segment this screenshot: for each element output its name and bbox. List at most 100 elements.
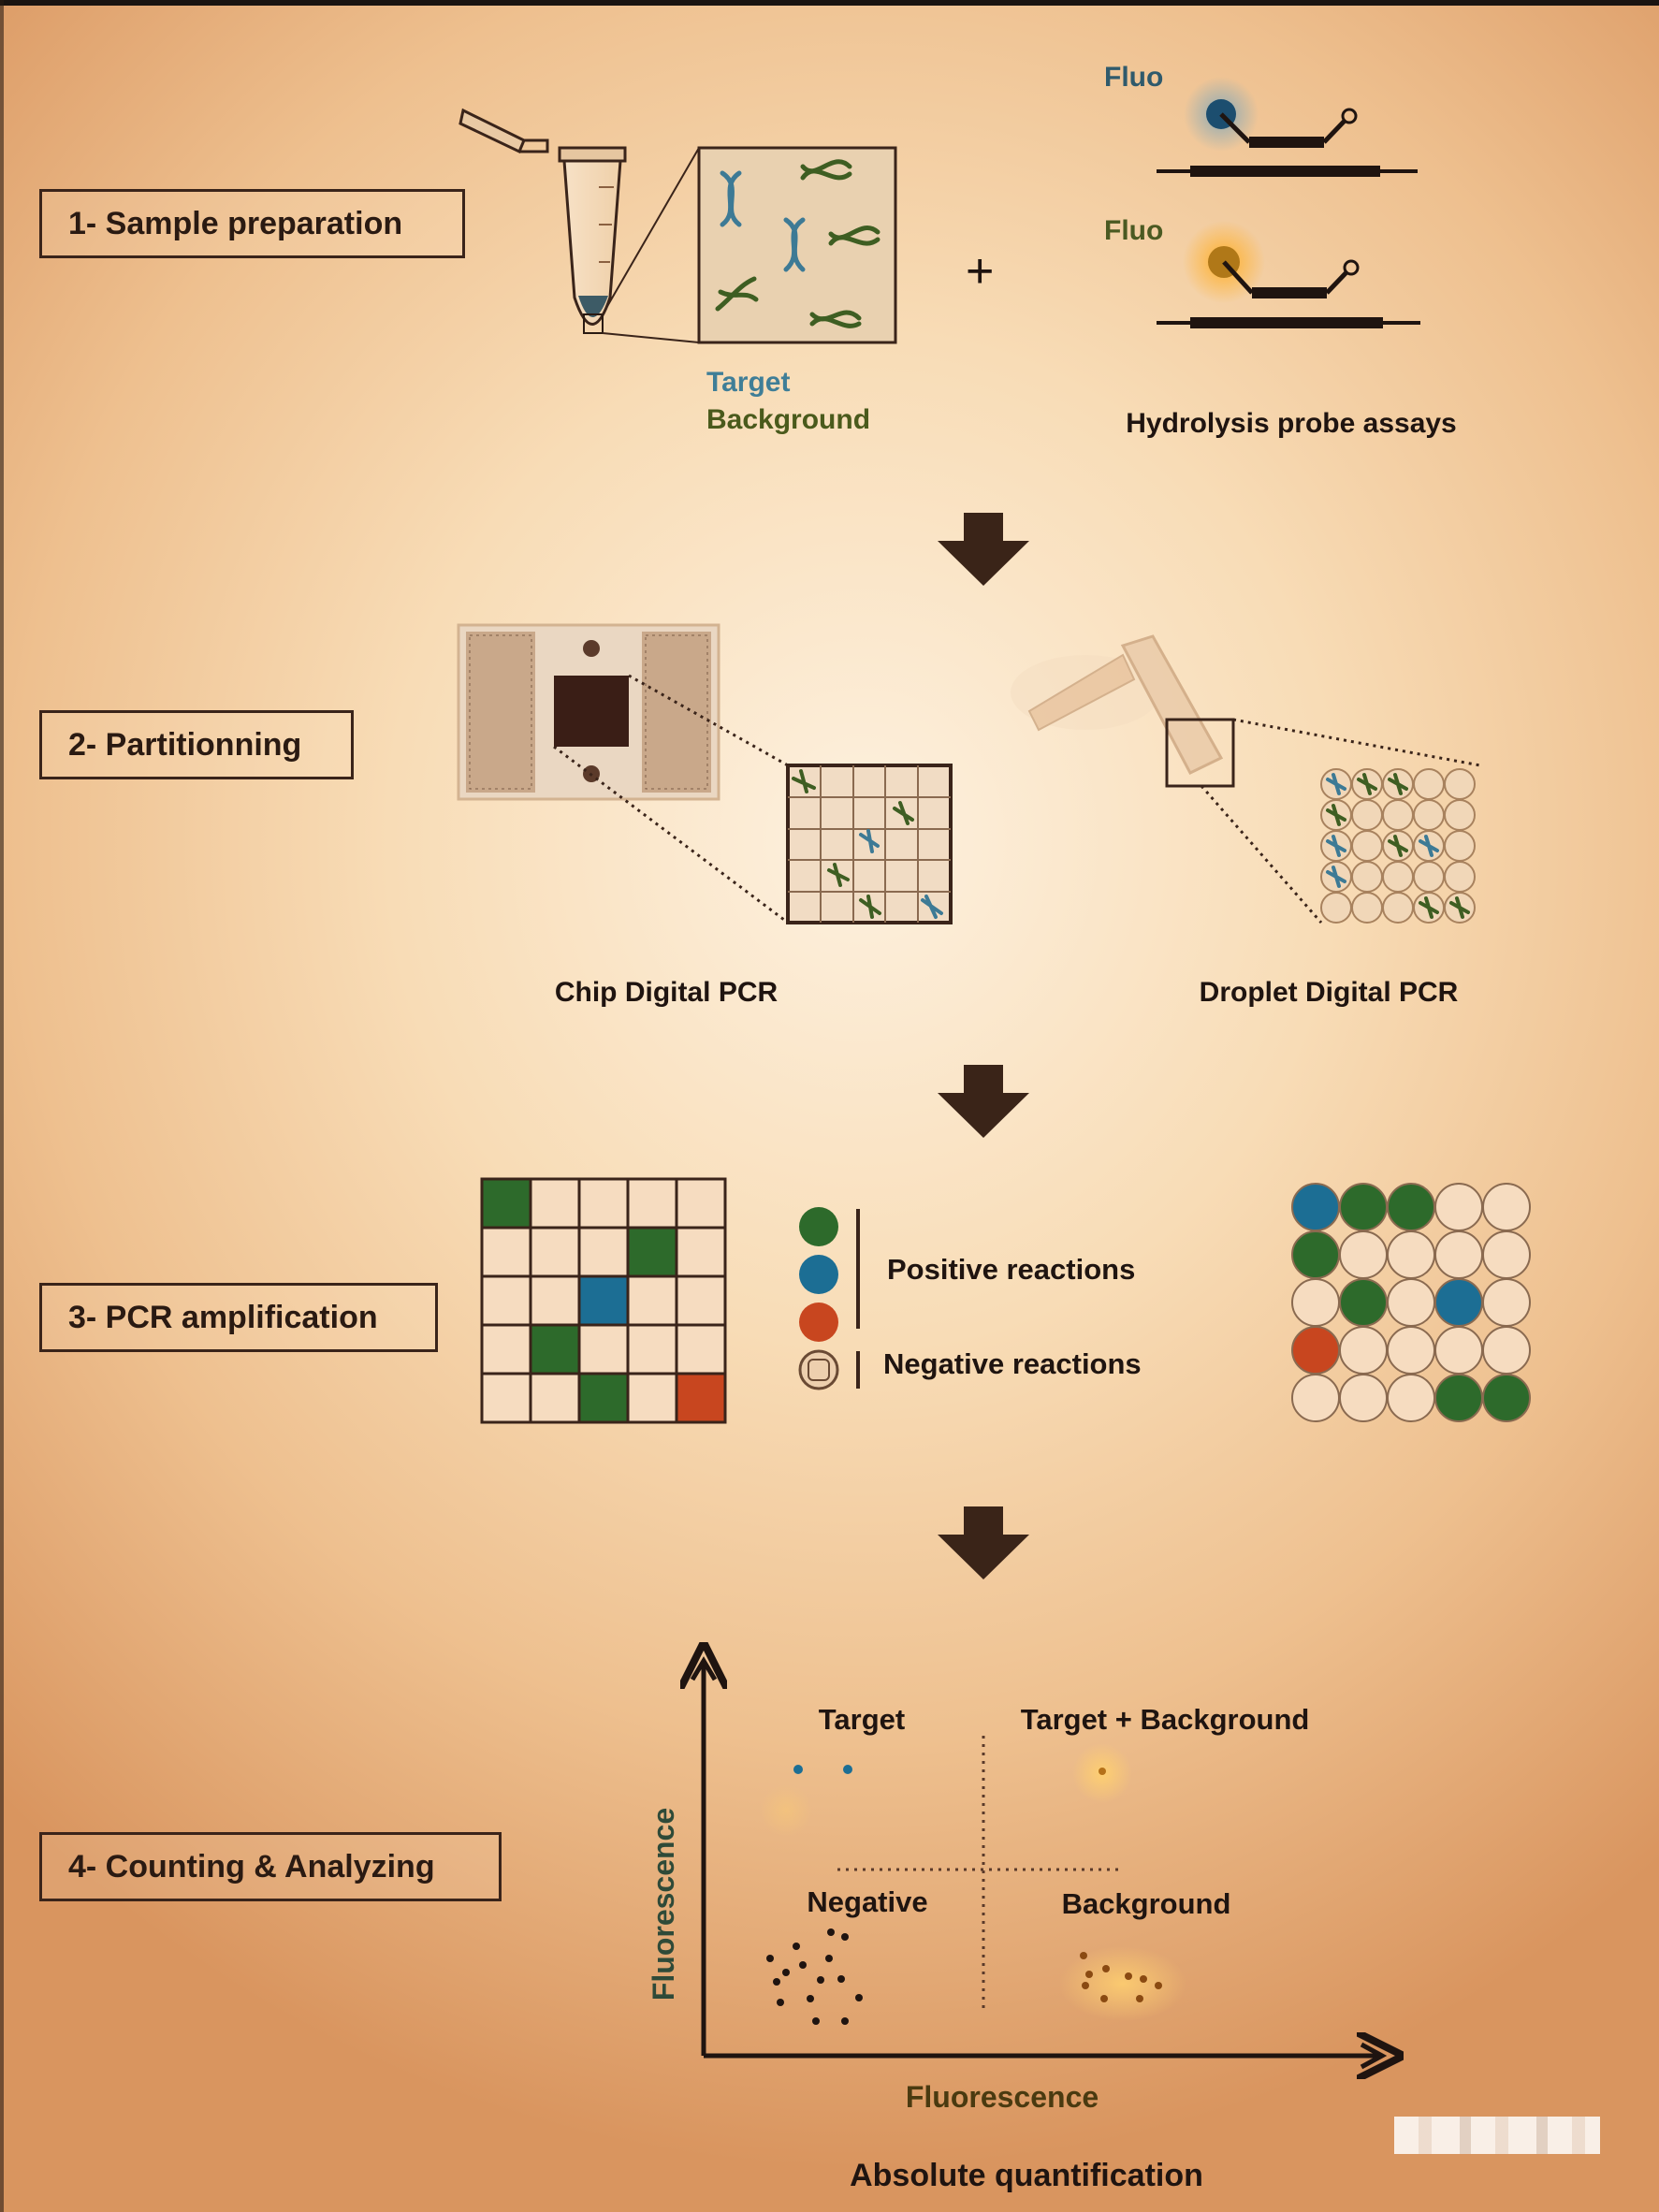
chip-cell <box>577 1323 630 1375</box>
chip-cell <box>529 1274 581 1327</box>
watermark-blur <box>1394 2117 1600 2154</box>
legend-green-dot <box>799 1207 838 1246</box>
target-point <box>793 1765 803 1774</box>
step4-box: 4- Counting & Analyzing <box>39 1832 502 1901</box>
small-droplet <box>1351 830 1383 862</box>
step2-box: 2- Partitionning <box>39 710 354 779</box>
microtube-icon <box>458 108 627 334</box>
droplet-cell <box>1482 1183 1531 1231</box>
step3-label: 3- PCR amplification <box>68 1299 378 1335</box>
droplet-zoom-line-bottom <box>1200 785 1323 924</box>
droplet-cell <box>1387 1183 1435 1231</box>
target-background-point <box>1099 1768 1106 1775</box>
droplet-cell <box>1291 1374 1340 1422</box>
droplet-dna-mark <box>1357 773 1377 795</box>
droplet-cell <box>1387 1326 1435 1375</box>
hydrolysis-probe-label: Hydrolysis probe assays <box>1126 408 1457 439</box>
droplet-cell <box>1339 1278 1388 1327</box>
chip-partition-grid <box>786 764 953 924</box>
droplet-cell <box>1291 1278 1340 1327</box>
quadrant-target-label: Target <box>819 1703 905 1736</box>
step1-box: 1- Sample preparation <box>39 189 465 258</box>
scatter-plot <box>692 1661 1382 2067</box>
background-cluster <box>1080 1952 1162 2002</box>
small-droplet <box>1444 799 1476 831</box>
x-axis-label: Fluorescence <box>906 2080 1099 2114</box>
negative-cluster <box>766 1928 863 2025</box>
target-point <box>843 1765 852 1774</box>
droplet-dna-mark <box>1419 835 1439 857</box>
plus-sign: + <box>966 244 994 298</box>
small-droplet <box>1413 768 1445 800</box>
droplet-dna-mark <box>1326 773 1346 795</box>
left-border <box>0 0 4 2212</box>
droplet-cell <box>1434 1326 1483 1375</box>
chip-cell <box>480 1323 532 1375</box>
negative-reactions-label: Negative reactions <box>883 1347 1142 1380</box>
droplet-dna-mark <box>1326 804 1346 826</box>
positive-reactions-label: Positive reactions <box>887 1253 1135 1286</box>
legend-red-dot <box>799 1302 838 1342</box>
droplet-cell <box>1291 1326 1340 1375</box>
droplet-cell <box>1387 1278 1435 1327</box>
small-droplet <box>1444 861 1476 893</box>
dna-sample-box <box>697 146 897 344</box>
small-droplet <box>1351 892 1383 924</box>
absolute-quantification-caption: Absolute quantification <box>850 2158 1203 2193</box>
droplet-tube-icon <box>1011 634 1224 775</box>
droplet-result-grid <box>1291 1183 1531 1422</box>
target-legend-label: Target <box>706 367 790 398</box>
droplet-cell <box>1482 1278 1531 1327</box>
chip-cell <box>577 1177 630 1230</box>
chip-result-grid <box>480 1177 727 1424</box>
small-droplet <box>1351 799 1383 831</box>
small-droplet <box>1382 799 1414 831</box>
chip-cell <box>480 1177 532 1230</box>
chip-cell <box>529 1226 581 1278</box>
chip-cell <box>626 1274 678 1327</box>
background-dna-icon <box>715 159 880 328</box>
chip-cell <box>529 1177 581 1230</box>
small-droplet <box>1351 861 1383 893</box>
chip-cell <box>675 1274 727 1327</box>
chip-cell <box>577 1226 630 1278</box>
down-arrow-2 <box>938 1065 1029 1138</box>
small-droplet <box>1382 861 1414 893</box>
droplet-cell <box>1434 1278 1483 1327</box>
step1-label: 1- Sample preparation <box>68 205 403 241</box>
chip-cell <box>480 1372 532 1424</box>
small-droplet <box>1413 861 1445 893</box>
droplet-cell <box>1339 1230 1388 1279</box>
droplet-cell <box>1387 1374 1435 1422</box>
chip-cell <box>480 1226 532 1278</box>
legend-empty-dot <box>798 1349 839 1390</box>
droplet-dna-mark <box>1449 896 1470 919</box>
droplet-zoom-line-top <box>1232 718 1481 767</box>
target-dna-icon <box>720 170 806 272</box>
chip-cell <box>626 1323 678 1375</box>
droplet-dna-mark <box>1326 835 1346 857</box>
fluo-label-orange: Fluo <box>1104 215 1163 246</box>
fluo-label-blue: Fluo <box>1104 62 1163 93</box>
droplet-dna-mark <box>1419 896 1439 919</box>
top-border <box>0 0 1659 6</box>
chip-cell <box>577 1274 630 1327</box>
chip-cell <box>626 1226 678 1278</box>
legend-blue-dot <box>799 1255 838 1294</box>
down-arrow-3 <box>938 1506 1029 1579</box>
chip-cell <box>675 1177 727 1230</box>
small-droplet <box>1444 830 1476 862</box>
droplet-dna-mark <box>1388 835 1408 857</box>
zoom-line-top <box>602 147 700 315</box>
droplet-cell <box>1482 1326 1531 1375</box>
legend <box>798 1207 860 1390</box>
droplet-cell <box>1434 1230 1483 1279</box>
small-droplet <box>1382 892 1414 924</box>
chip-cell <box>480 1274 532 1327</box>
zoom-line-bottom <box>602 332 700 343</box>
small-droplet <box>1413 799 1445 831</box>
chip-device-icon <box>457 623 720 801</box>
droplet-cell <box>1434 1374 1483 1422</box>
droplet-dna-mark <box>1388 773 1408 795</box>
